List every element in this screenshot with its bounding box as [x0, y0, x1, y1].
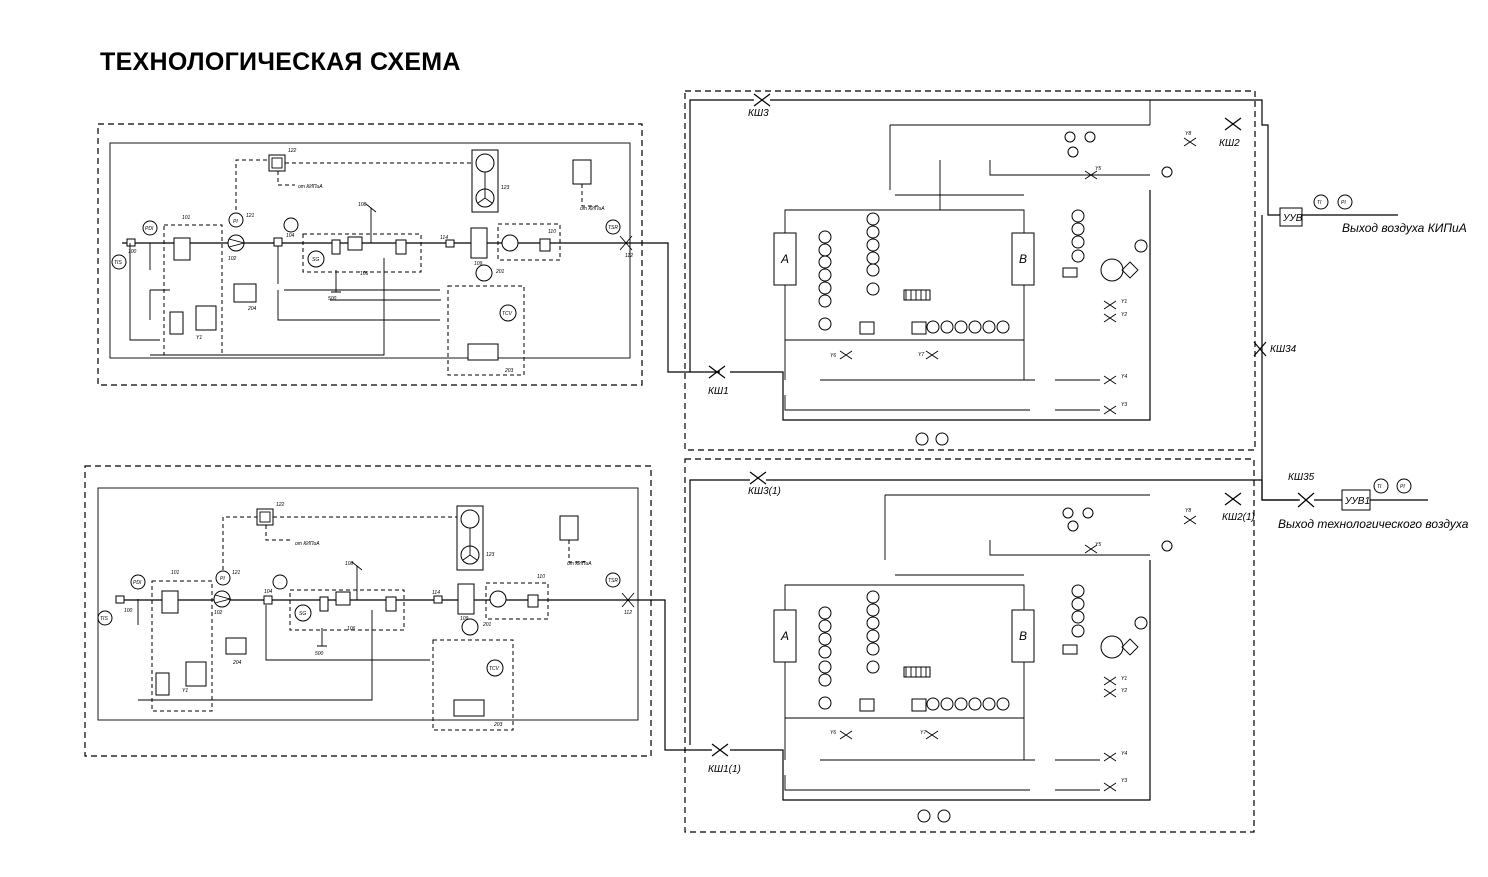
- dryer-unit-2: КШ3(1) КШ1(1) A B: [684, 458, 1263, 833]
- tag-label-tags-n123: 123: [501, 185, 510, 191]
- compressor-unit-2: TIS 100 PDI 101 Y1 102 PI 121 122 от КИП…: [84, 465, 710, 757]
- tag-label-tags-n108: 108: [358, 202, 367, 208]
- tag-label-units-B: B: [1019, 252, 1027, 266]
- tag-label-tags-n100: 100: [128, 249, 137, 255]
- tag-label-tags-n104: 104: [264, 589, 273, 595]
- tag-label-instruments-P: PI: [1400, 484, 1405, 490]
- tag-label-instruments-TSR: TSR: [608, 225, 618, 231]
- tag-label-valves-ksh1: КШ1: [708, 386, 729, 397]
- tag-label-tags-n204: 204: [247, 306, 257, 312]
- tag-label-solenoids-Y3: Y3: [1121, 778, 1127, 784]
- output-tech-air: КШ35 УУВ1 TI PI Выход технологического в…: [1262, 472, 1469, 531]
- tag-label-instruments-T: TI: [1377, 484, 1382, 490]
- tag-label-instruments-TIS: TIS: [114, 260, 122, 266]
- tag-label-tags-n102: 102: [228, 256, 237, 262]
- tag-label-solenoids-Y8: Y8: [1185, 131, 1191, 137]
- tag-label-solenoids-Y4: Y4: [1121, 374, 1127, 380]
- tag-label-tags-n500: 500: [328, 296, 337, 302]
- page-title: ТЕХНОЛОГИЧЕСКАЯ СХЕМА: [100, 48, 461, 76]
- tag-label-units-B: B: [1019, 629, 1027, 643]
- tag-label-tags-n110: 110: [548, 229, 556, 235]
- tag-label-tags-n122: 122: [276, 502, 285, 508]
- tag-label-instruments-PI: PI: [233, 219, 238, 225]
- tag-label-tags-n201: 201: [495, 269, 505, 275]
- tag-label-tags-n203: 203: [504, 368, 514, 374]
- tag-label-tags-n104: 104: [286, 233, 295, 239]
- tag-label-instruments-PDI: PDI: [145, 226, 154, 232]
- tag-label-solenoids-Y7: Y7: [920, 730, 926, 736]
- output-kipia: УУВ TI PI Выход воздуха КИПиА: [1279, 194, 1467, 235]
- tag-label-valves-ksh35: КШ35: [1288, 472, 1315, 483]
- tag-label-instruments-SG: SG: [299, 611, 306, 617]
- tag-label-tags-n204: 204: [232, 660, 242, 666]
- tag-label-tags-n101: 101: [171, 570, 180, 576]
- tag-label-solenoids-Y3: Y3: [1121, 402, 1127, 408]
- tag-label-outputs-uv: УУВ: [1282, 213, 1303, 224]
- tag-label-instruments-TSR: TSR: [608, 578, 618, 584]
- tag-label-instruments-TCV: TCV: [502, 311, 513, 317]
- tag-label-instruments-T: TI: [1317, 200, 1322, 206]
- tag-label-solenoids-Y1: Y1: [1121, 299, 1127, 305]
- tag-label-units-to_kipia: от КИПиА: [567, 561, 592, 567]
- tag-label-solenoids-Y5: Y5: [1095, 542, 1101, 548]
- tag-label-solenoids-Y6: Y6: [830, 353, 836, 359]
- tag-label-solenoids-Y2: Y2: [1121, 688, 1127, 694]
- tag-label-instruments-PI: PI: [220, 576, 225, 582]
- tag-label-solenoids-Y4: Y4: [1121, 751, 1127, 757]
- tag-label-outputs-air_tech: Выход технологического воздуха: [1278, 517, 1469, 531]
- tag-label-tags-n114: 114: [440, 235, 448, 241]
- tag-label-units-A: A: [780, 629, 789, 643]
- tag-label-tags-n106: 106: [347, 626, 356, 632]
- tag-label-tags-n121: 121: [246, 213, 255, 219]
- tag-label-outputs-air_kipia: Выход воздуха КИПиА: [1342, 221, 1467, 235]
- tag-label-instruments-SG: SG: [312, 257, 319, 263]
- tag-label-tags-n102: 102: [214, 610, 223, 616]
- tag-label-tags-n106: 106: [360, 271, 369, 277]
- tag-label-instruments-PDI: PDI: [133, 580, 142, 586]
- dryer-unit-1: КШ3 КШ1 A B: [684, 90, 1300, 501]
- tag-label-valves-ksh34: КШ34: [1270, 344, 1297, 355]
- tag-label-units-A: A: [780, 252, 789, 266]
- tag-label-tags-n109: 109: [460, 616, 469, 622]
- tag-label-tags-n101: 101: [182, 215, 191, 221]
- gauge-stack-left: [818, 209, 1085, 331]
- tag-label-solenoids-Y5: Y5: [1095, 166, 1101, 172]
- tag-label-solenoids-Y2: Y2: [1121, 312, 1127, 318]
- tag-label-valves-ksh3: КШ3: [748, 108, 769, 119]
- tag-label-solenoids-Y6: Y6: [830, 730, 836, 736]
- tag-label-tags-n110: 110: [537, 574, 545, 580]
- tag-label-outputs-uv1: УУВ1: [1344, 496, 1370, 507]
- tag-label-solenoids-Y1: Y1: [1121, 676, 1127, 682]
- compressor-unit-1: TIS 100 PDI 101 Y1 102 PI 121 122 от КИП…: [97, 123, 700, 386]
- tag-label-valves-ksh3_1: КШ3(1): [748, 486, 781, 497]
- tag-label-solenoids-Y7: Y7: [918, 352, 924, 358]
- tag-label-tags-n112: 112: [625, 253, 633, 259]
- tag-label-instruments-P: PI: [1341, 200, 1346, 206]
- tag-label-solenoids-Y8: Y8: [1185, 508, 1191, 514]
- tag-label-valves-ksh2_1: КШ2(1): [1222, 512, 1255, 523]
- tag-label-solenoids-Y1: Y1: [196, 335, 202, 341]
- tag-label-tags-n108: 108: [345, 561, 354, 567]
- tag-label-units-to_kipia: от КИПиА: [298, 184, 323, 190]
- tag-label-instruments-TCV: TCV: [489, 666, 500, 672]
- tag-label-tags-n100: 100: [124, 608, 133, 614]
- tag-label-tags-n112: 112: [624, 610, 632, 616]
- tag-label-tags-n203: 203: [493, 722, 503, 728]
- tag-label-tags-n114: 114: [432, 590, 440, 596]
- tag-label-instruments-TIS: TIS: [100, 616, 108, 622]
- tag-label-tags-n121: 121: [232, 570, 241, 576]
- gauge-stack-left-2: [818, 584, 1085, 710]
- tag-label-tags-n201: 201: [482, 622, 492, 628]
- tag-label-solenoids-Y1: Y1: [182, 688, 188, 694]
- tag-label-valves-ksh2: КШ2: [1219, 138, 1240, 149]
- tag-label-tags-n123: 123: [486, 552, 495, 558]
- tag-label-tags-n500: 500: [315, 651, 324, 657]
- tag-label-tags-n109: 109: [474, 261, 483, 267]
- tag-label-units-to_kipia: от КИПиА: [580, 206, 605, 212]
- tag-label-valves-ksh1_1: КШ1(1): [708, 764, 741, 775]
- tag-label-units-to_kipia: от КИПиА: [295, 541, 320, 547]
- tag-label-tags-n122: 122: [288, 148, 297, 154]
